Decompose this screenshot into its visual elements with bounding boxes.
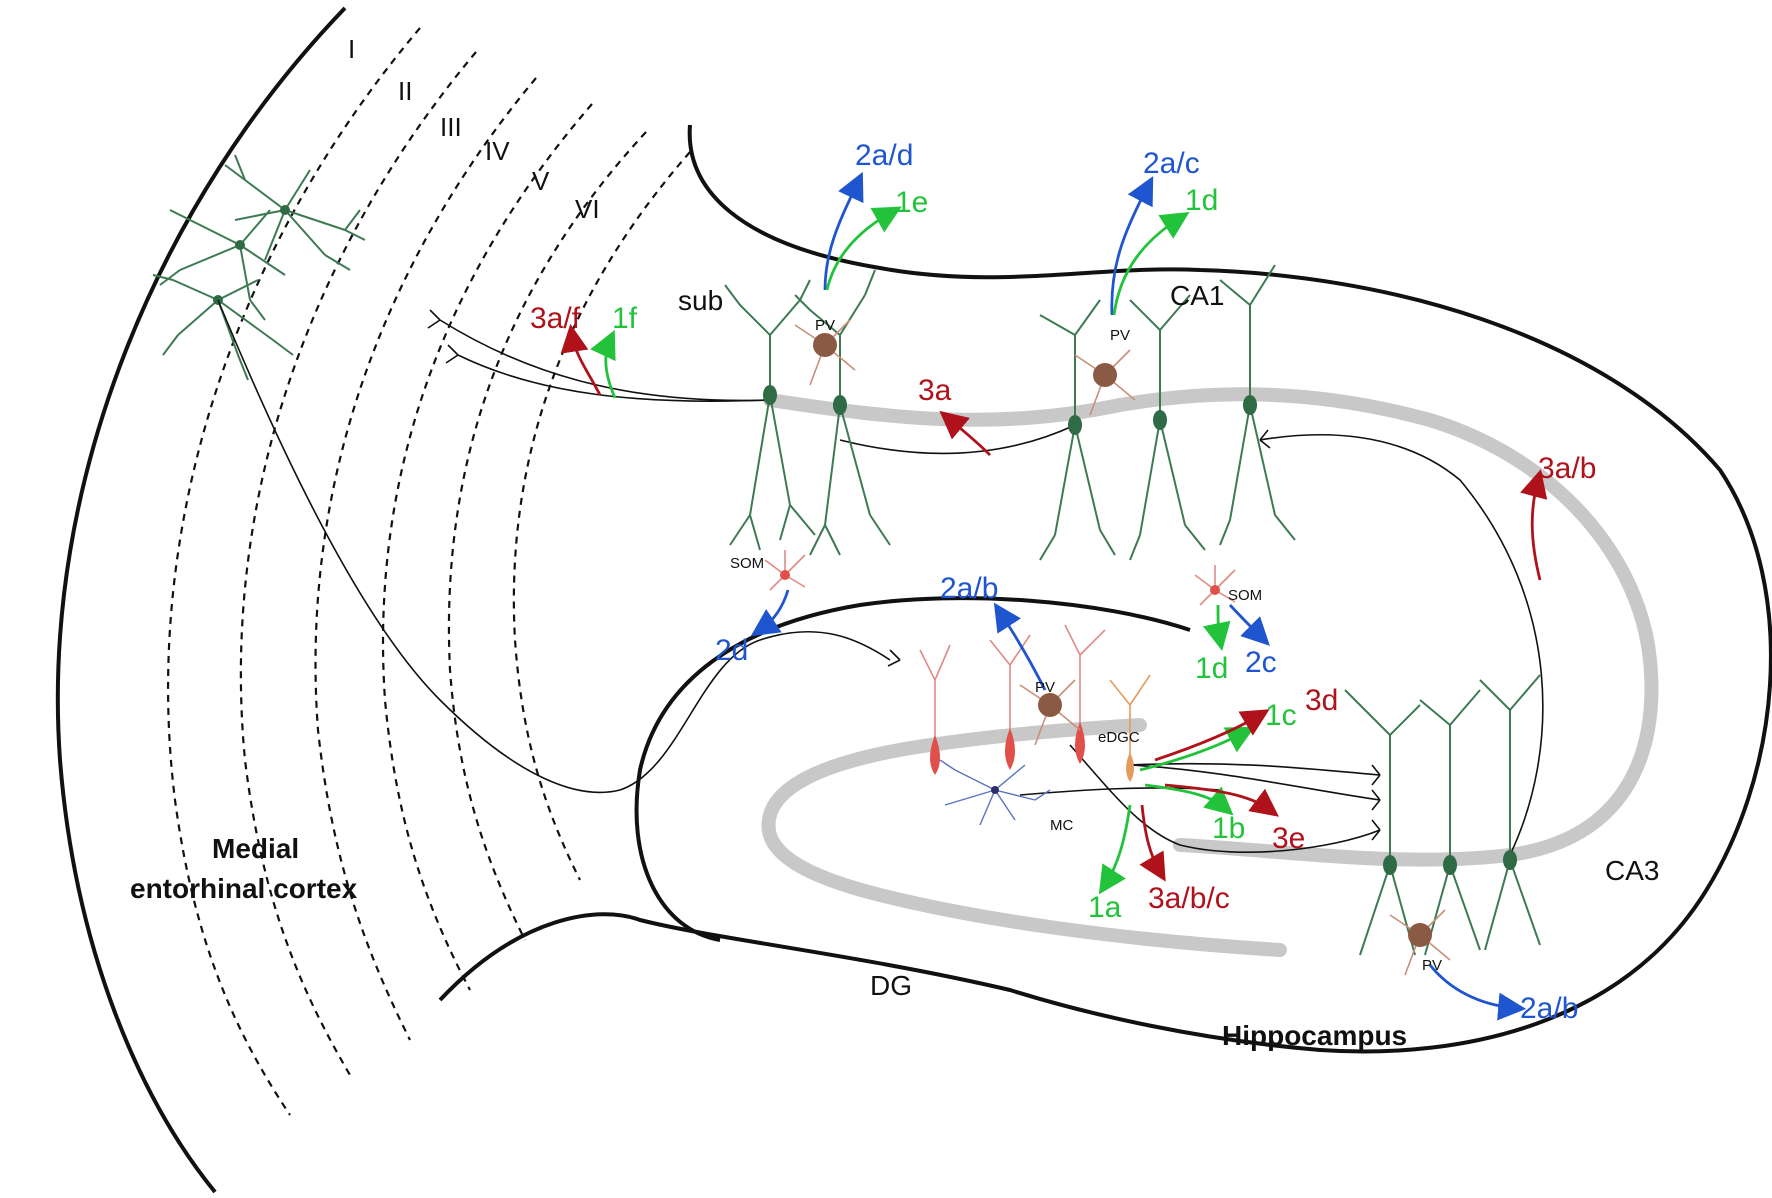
- sub-pyramidal-cells: [724, 269, 891, 556]
- ca3-label: CA3: [1605, 855, 1659, 886]
- label-1f: 1f: [612, 302, 638, 335]
- entorhinal-stellate-cells: [152, 154, 366, 381]
- arrow-2a-c: [1110, 176, 1154, 316]
- dg-granule-cells: [919, 624, 1106, 775]
- arrow-1f: [590, 329, 617, 399]
- label-3e: 3e: [1272, 822, 1305, 855]
- label-3d: 3d: [1305, 684, 1338, 717]
- arrow-1a: [1098, 804, 1132, 895]
- dg-label: DG: [870, 970, 912, 1001]
- arrow-3d: [1154, 709, 1270, 762]
- label-1b: 1b: [1212, 812, 1245, 845]
- som-label: SOM: [730, 555, 764, 572]
- arrow-1c: [1139, 726, 1255, 772]
- pv-label: PV: [1110, 327, 1130, 344]
- layer-label: VI: [575, 194, 600, 224]
- arrow-2a-b-dg: [993, 602, 1047, 691]
- cell-labels: PV PV PV PV SOM SOM eDGC MC: [730, 317, 1442, 974]
- label-2a-c: 2a/c: [1143, 147, 1200, 180]
- cell-layer-bands: [761, 387, 1659, 957]
- arrow-3e: [1164, 783, 1279, 817]
- pv-label: PV: [1422, 957, 1442, 974]
- layer-label: V: [532, 166, 550, 196]
- label-2d: 2d: [715, 634, 748, 667]
- sub-label: sub: [678, 285, 723, 316]
- arrow-3a-b-c: [1139, 804, 1166, 882]
- arrow-1d-ca1: [1112, 212, 1190, 316]
- label-1d: 1d: [1185, 184, 1218, 217]
- label-3a-b-c: 3a/b/c: [1148, 882, 1230, 915]
- layer-label: IV: [485, 136, 510, 166]
- label-2a-b: 2a/b: [940, 572, 998, 605]
- label-1c: 1c: [1265, 699, 1297, 732]
- ca1-pyramidal-cells: [1039, 264, 1296, 561]
- edgc-label: eDGC: [1098, 729, 1140, 746]
- edgc-cell: [1109, 674, 1151, 782]
- arrow-2a-b-ca3: [1428, 964, 1527, 1021]
- label-3a: 3a: [918, 374, 952, 407]
- region-labels: Medial entorhinal cortex Hippocampus sub…: [130, 280, 1659, 1051]
- arrow-2a-d: [823, 171, 864, 291]
- cortical-layer-boundaries: [166, 27, 691, 1116]
- ca1-label: CA1: [1170, 280, 1224, 311]
- layer-label: III: [440, 112, 462, 142]
- som-interneurons: [764, 550, 1236, 606]
- arrow-1d-som: [1202, 604, 1231, 651]
- label-3a-b: 3a/b: [1538, 452, 1596, 485]
- arrow-2c: [1228, 604, 1270, 646]
- mossy-cell: [939, 759, 1051, 826]
- layer-label: I: [348, 34, 355, 64]
- arrow-3a-b: [1520, 469, 1548, 581]
- label-2c: 2c: [1245, 646, 1277, 679]
- pv-interneurons: [794, 319, 1451, 976]
- label-1e: 1e: [895, 186, 928, 219]
- arrow-1b: [1144, 783, 1234, 816]
- cortex-outline: [55, 6, 1772, 1194]
- layer-labels: I II III IV V VI: [348, 34, 600, 224]
- arrow-2d: [750, 589, 790, 637]
- pv-label: PV: [1035, 679, 1055, 696]
- label-3a-f: 3a/f: [530, 302, 581, 335]
- layer-label: II: [398, 76, 412, 106]
- mec-label-line2: entorhinal cortex: [130, 873, 358, 904]
- arrow-labels: 2a/d 1e 2a/c 1d 3a/f 1f 3a 3a/b 2d 2a/b …: [530, 139, 1596, 1025]
- som-label: SOM: [1228, 587, 1262, 604]
- axon-pathways: [217, 299, 1544, 856]
- arrow-3a: [939, 410, 991, 456]
- label-2a-b-ca3: 2a/b: [1520, 992, 1578, 1025]
- mec-label-line1: Medial: [212, 833, 299, 864]
- arrow-1e: [825, 206, 902, 291]
- label-1a: 1a: [1088, 891, 1122, 924]
- pv-label: PV: [815, 317, 835, 334]
- arrow-3a-f: [560, 323, 602, 396]
- hippocampus-label: Hippocampus: [1222, 1020, 1407, 1051]
- mc-label: MC: [1050, 817, 1073, 834]
- label-2a-d: 2a/d: [855, 139, 913, 172]
- effect-arrows: [560, 171, 1548, 1021]
- label-1d-som: 1d: [1195, 652, 1228, 685]
- ca3-pyramidal-cells: [1344, 674, 1541, 956]
